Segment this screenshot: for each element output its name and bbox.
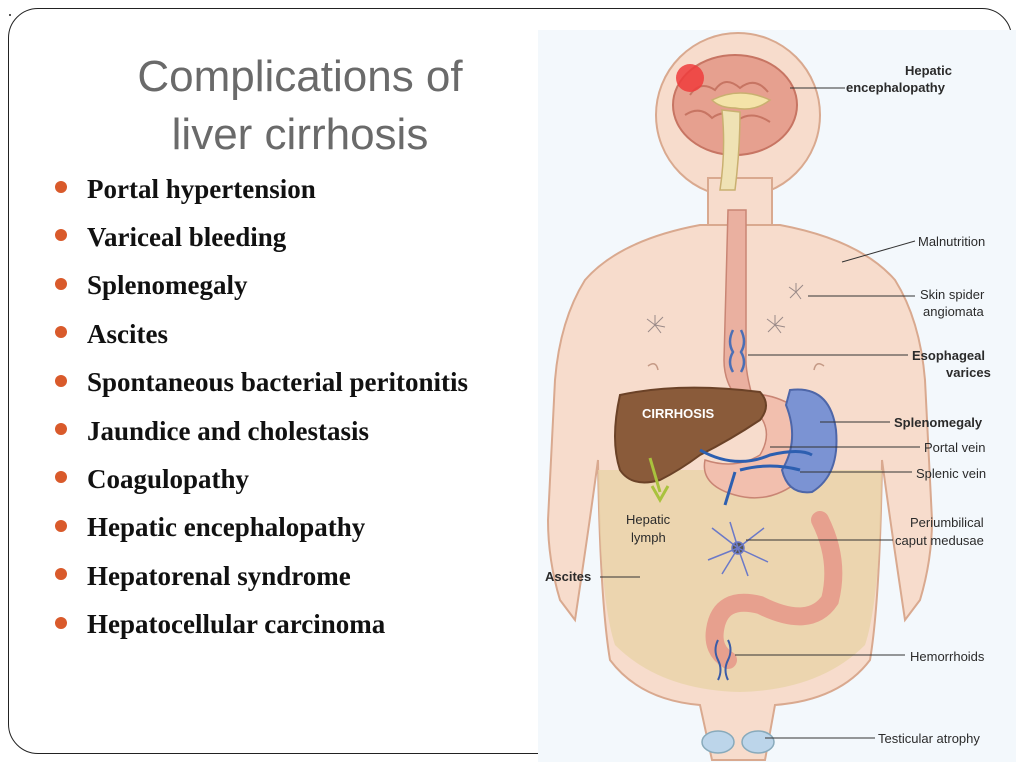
title-line-2: liver cirrhosis <box>171 110 429 159</box>
slide-title: Complications of liver cirrhosis <box>70 48 530 164</box>
bullet-dot-icon <box>55 422 67 435</box>
caput-medusae-illustration <box>707 521 769 577</box>
bullet-dot-icon <box>55 616 67 629</box>
label-skin-spider-line-1: Skin spider <box>920 287 985 302</box>
spider-angioma-icon <box>646 283 804 334</box>
bullet-dot-icon <box>55 229 67 242</box>
list-item: Splenomegaly <box>52 262 468 310</box>
list-item: Hepatorenal syndrome <box>52 552 468 600</box>
ascites-fluid <box>598 470 882 692</box>
list-item-text: Splenomegaly <box>87 270 248 301</box>
bullet-dot-icon <box>55 326 67 339</box>
label-testicular-atrophy: Testicular atrophy <box>878 731 980 746</box>
list-item-text: Ascites <box>87 318 168 349</box>
list-item: Variceal bleeding <box>52 213 468 261</box>
nipple-mark <box>647 363 825 371</box>
enlarged-spleen-illustration <box>780 388 838 494</box>
list-item-text: Coagulopathy <box>87 464 250 495</box>
corner-mark <box>9 14 11 16</box>
list-item: Hepatocellular carcinoma <box>52 601 468 649</box>
label-esophageal-varices-line-1: Esophageal <box>912 348 985 363</box>
list-item: Hepatic encephalopathy <box>52 504 468 552</box>
label-leader-lines <box>600 87 920 739</box>
list-item-text: Hepatorenal syndrome <box>87 560 351 591</box>
label-caput-medusae-line-2: caput medusae <box>895 533 984 548</box>
label-hepatic-encephalopathy-line-1: Hepatic <box>905 63 952 78</box>
bullet-dot-icon <box>55 374 67 387</box>
label-skin-spider-line-2: angiomata <box>923 304 984 319</box>
hepatic-lymph-label-line-1: Hepatic <box>626 512 671 527</box>
portal-vein-system <box>699 448 813 506</box>
list-item-text: Hepatocellular carcinoma <box>87 609 386 640</box>
colon-illustration <box>705 511 843 669</box>
label-hemorrhoids: Hemorrhoids <box>910 649 985 664</box>
list-item-text: Variceal bleeding <box>87 222 287 253</box>
liver-label: CIRRHOSIS <box>642 406 715 421</box>
list-item-text: Hepatic encephalopathy <box>87 512 366 543</box>
bullet-dot-icon <box>55 277 67 290</box>
bullet-dot-icon <box>55 471 67 484</box>
list-item: Spontaneous bacterial peritonitis <box>52 359 468 407</box>
brain-illustration <box>672 54 798 191</box>
label-ascites: Ascites <box>545 569 591 584</box>
bullet-dot-icon <box>55 181 67 193</box>
hemorrhoids-mark <box>714 639 732 681</box>
list-item: Portal hypertension <box>52 165 468 213</box>
hepatic-lymph-label-line-2: lymph <box>631 530 666 545</box>
list-item: Jaundice and cholestasis <box>52 407 468 455</box>
label-esophageal-varices-line-2: varices <box>946 365 991 380</box>
label-caput-medusae-line-1: Periumbilical <box>910 515 984 530</box>
bullet-dot-icon <box>55 519 67 532</box>
cirrhotic-liver-illustration <box>614 386 767 484</box>
lymph-arrow-icon <box>648 457 670 504</box>
label-malnutrition: Malnutrition <box>918 234 985 249</box>
list-item: Coagulopathy <box>52 455 468 503</box>
testes-illustration <box>741 730 775 754</box>
label-hepatic-encephalopathy-line-2: encephalopathy <box>846 80 946 95</box>
title-line-1: Complications of <box>137 52 463 101</box>
list-item-text: Portal hypertension <box>87 173 316 204</box>
list-item-text: Jaundice and cholestasis <box>87 415 370 446</box>
esophageal-varices-mark <box>728 329 746 373</box>
complications-list: Portal hypertension Variceal bleeding Sp… <box>52 165 468 649</box>
list-item-text: Spontaneous bacterial peritonitis <box>87 367 469 398</box>
bullet-dot-icon <box>55 568 67 581</box>
label-portal-vein: Portal vein <box>924 440 985 455</box>
label-splenic-vein: Splenic vein <box>916 466 986 481</box>
testes-illustration <box>701 730 735 754</box>
cirrhosis-anatomy-illustration: CIRRHOSIS Hepatic lymph Hepatic <box>538 30 1016 762</box>
label-splenomegaly: Splenomegaly <box>894 415 983 430</box>
list-item: Ascites <box>52 310 468 358</box>
